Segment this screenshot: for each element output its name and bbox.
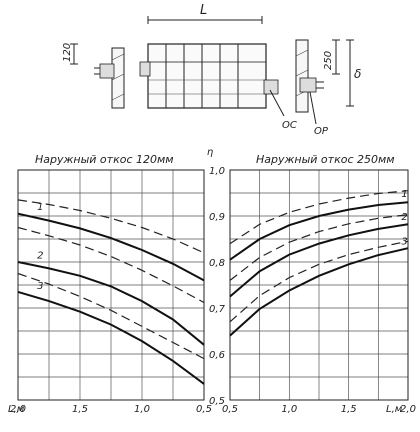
chart-right: 0,5 1,0 1,5 2,0 1,0 0,9 0,8 0,7 0,6 0,5 1 2 3 <box>209 166 416 415</box>
chart-left-x-tick-label: 1,0 <box>134 404 150 415</box>
chart-left-series-2-solid <box>17 212 205 282</box>
right-heater-block <box>299 77 317 93</box>
chart-left-series-3-dashed <box>17 226 205 304</box>
chart-left-curve-label-1: 1 <box>37 202 43 213</box>
left-wall-hatch <box>111 53 125 61</box>
chart-right-title: Наружный откос 250мм <box>256 153 395 166</box>
y-tick-label: 0,6 <box>209 350 225 361</box>
chart-right-series-6-solid <box>229 247 409 337</box>
label-oc: ОС <box>282 120 297 131</box>
dimension-label-l: L <box>200 3 207 18</box>
chart-left: 2,0 1,5 1,0 0,5 1 2 3 <box>10 169 212 415</box>
chart-left-x-tick-label: 0,5 <box>196 404 212 415</box>
y-tick-label: 0,9 <box>209 212 225 223</box>
lintel <box>147 43 267 63</box>
chart-left-curve-label-2: 2 <box>37 250 43 261</box>
chart-right-x-tick-label: 1,0 <box>281 404 297 415</box>
chart-right-curve-label-3: 3 <box>401 237 407 248</box>
right-sill-block <box>263 79 279 95</box>
chart-left-series-1-dashed <box>17 199 205 254</box>
chart-left-x-tick-label: 2,0 <box>10 404 26 415</box>
left-heater-block <box>99 63 115 79</box>
dimension-label-120: 120 <box>62 43 73 62</box>
chart-right-series-2-solid <box>229 201 409 261</box>
chart-right-x-tick-label: 1,5 <box>341 404 357 415</box>
chart-left-series-4-solid <box>17 261 205 346</box>
window-section-drawing: L 120 2 <box>62 3 361 137</box>
chart-left-xlabel: L,м <box>8 404 25 415</box>
y-tick-label: 0,8 <box>209 258 225 269</box>
y-tick-label: 1,0 <box>209 166 225 177</box>
dimension-label-250: 250 <box>323 51 334 70</box>
chart-right-frame <box>229 169 409 401</box>
chart-left-series-6-solid <box>17 290 205 385</box>
chart-right-series-5-dashed <box>229 240 409 323</box>
chart-right-xlabel: L,м <box>386 404 403 415</box>
leader-oc <box>269 89 285 117</box>
y-tick-label: 0,5 <box>209 396 225 407</box>
chart-right-curve-label-1: 1 <box>401 189 407 200</box>
left-sill-block <box>139 61 151 77</box>
chart-right-series-1-dashed <box>229 190 409 245</box>
chart-left-series-5-dashed <box>17 272 205 360</box>
label-op: ОР <box>314 126 329 137</box>
chart-right-x-tick-label: 0,5 <box>222 404 238 415</box>
chart-right-x-tick-label: 2,0 <box>400 404 416 415</box>
y-tick-label: 0,7 <box>209 304 226 315</box>
leader-op <box>309 91 317 125</box>
chart-left-frame <box>17 169 205 401</box>
chart-left-curve-label-3: 3 <box>37 281 43 292</box>
chart-right-series-3-dashed <box>229 214 409 281</box>
chart-right-curve-label-2: 2 <box>401 212 407 223</box>
dimension-label-delta: δ <box>354 67 361 81</box>
chart-right-series-4-solid <box>229 223 409 298</box>
y-axis-label: η <box>207 147 213 158</box>
window-block <box>147 43 267 109</box>
chart-left-x-tick-label: 1,5 <box>72 404 88 415</box>
chart-left-title: Наружный откос 120мм <box>35 153 174 166</box>
